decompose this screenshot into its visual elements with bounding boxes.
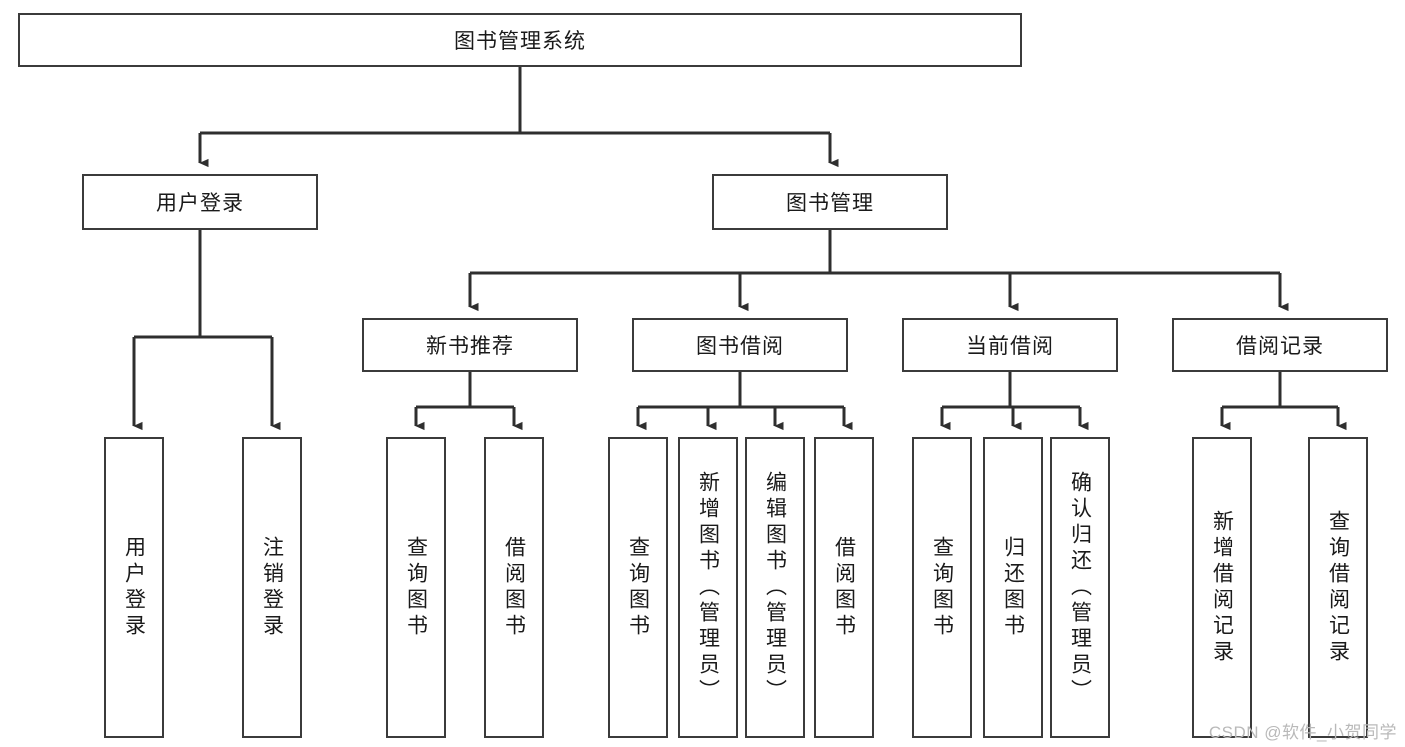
node-label: 新书推荐 [426,335,514,358]
leaf-user-login[interactable]: 用户登录 [104,437,164,738]
node-label: 图书管理 [786,192,874,215]
leaf-borrow-book-recommend[interactable]: 借阅图书 [484,437,544,738]
node-label: 用户登录 [122,535,146,640]
node-label: 用户登录 [156,192,244,215]
node-label: 确认归还（管理员） [1068,470,1092,705]
node-label: 注销登录 [260,535,284,640]
node-label: 借阅图书 [502,535,526,640]
node-label: 借阅图书 [832,535,856,640]
leaf-confirm-return-admin[interactable]: 确认归还（管理员） [1050,437,1110,738]
node-book-management[interactable]: 图书管理 [712,174,948,230]
node-label: 当前借阅 [966,335,1054,358]
node-borrow-record[interactable]: 借阅记录 [1172,318,1388,372]
node-new-book-recommend[interactable]: 新书推荐 [362,318,578,372]
node-user-login[interactable]: 用户登录 [82,174,318,230]
leaf-logout[interactable]: 注销登录 [242,437,302,738]
node-label: 查询图书 [930,535,954,640]
leaf-query-book-recommend[interactable]: 查询图书 [386,437,446,738]
node-label: 图书管理系统 [454,30,586,53]
node-root[interactable]: 图书管理系统 [18,13,1022,67]
node-label: 查询图书 [404,535,428,640]
leaf-borrow-book[interactable]: 借阅图书 [814,437,874,738]
leaf-add-borrow-record[interactable]: 新增借阅记录 [1192,437,1252,738]
leaf-edit-book-admin[interactable]: 编辑图书（管理员） [745,437,805,738]
leaf-query-book-current[interactable]: 查询图书 [912,437,972,738]
node-label: 新增图书（管理员） [696,470,720,705]
leaf-return-book[interactable]: 归还图书 [983,437,1043,738]
leaf-add-book-admin[interactable]: 新增图书（管理员） [678,437,738,738]
node-label: 查询图书 [626,535,650,640]
leaf-query-book-borrow[interactable]: 查询图书 [608,437,668,738]
node-current-borrow[interactable]: 当前借阅 [902,318,1118,372]
node-book-borrow[interactable]: 图书借阅 [632,318,848,372]
leaf-query-borrow-record[interactable]: 查询借阅记录 [1308,437,1368,738]
node-label: 编辑图书（管理员） [763,470,787,705]
node-label: 新增借阅记录 [1210,509,1234,666]
node-label: 查询借阅记录 [1326,509,1350,666]
node-label: 归还图书 [1001,535,1025,640]
node-label: 图书借阅 [696,335,784,358]
node-label: 借阅记录 [1236,335,1324,358]
